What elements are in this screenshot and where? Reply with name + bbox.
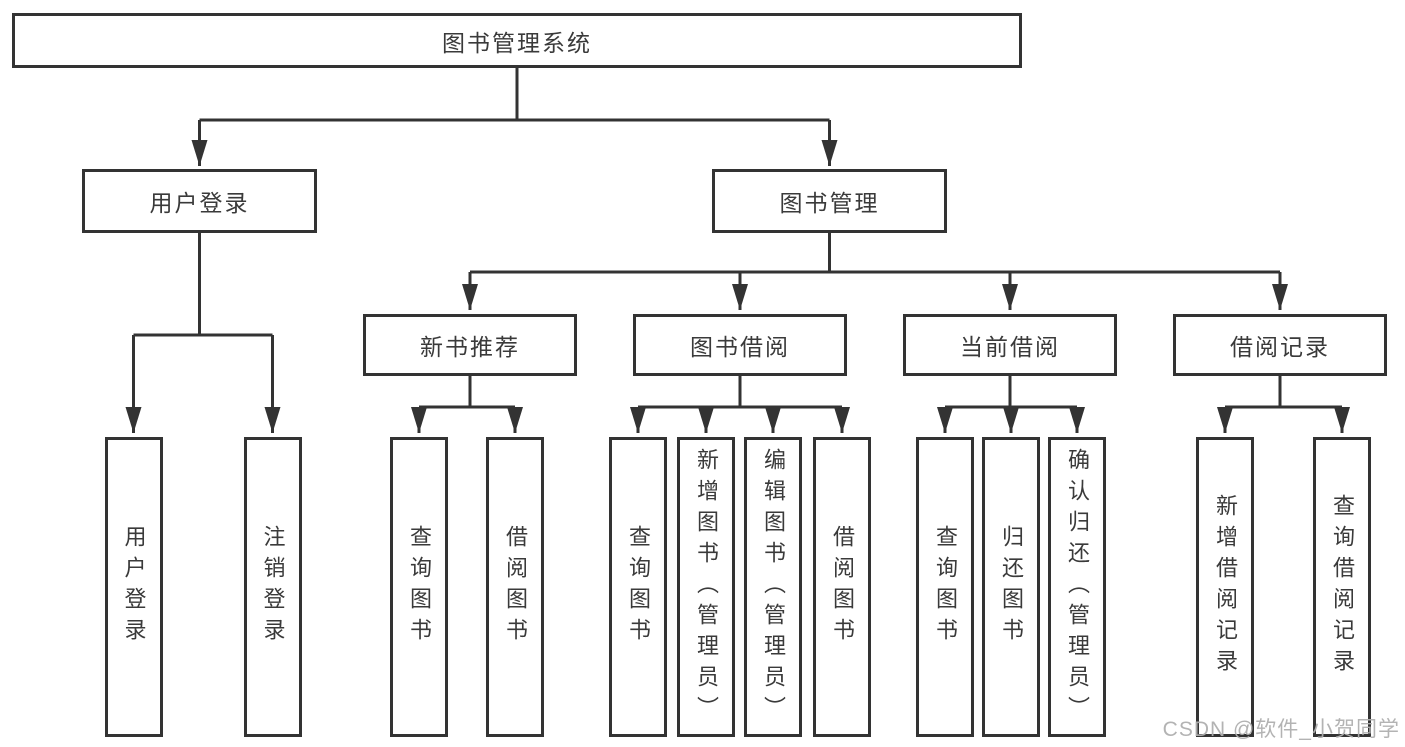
branch-book-management-label: 图书管理 [779, 190, 880, 216]
leaf-borrow-books-label: 借阅图书 [830, 525, 855, 649]
leaf-add-borrow-record-label: 新增借阅记录 [1213, 494, 1238, 680]
leaf-user-login: 用户登录 [104, 437, 163, 737]
root-node-library-management-system: 图书管理系统 [12, 13, 1022, 68]
leaf-return-book-label: 归还图书 [999, 525, 1024, 649]
leaf-query-borrow-record: 查询借阅记录 [1313, 437, 1371, 737]
leaf-add-borrow-record: 新增借阅记录 [1196, 437, 1254, 737]
leaf-query-books-recommend-label: 查询图书 [407, 525, 432, 649]
leaf-edit-book-admin: 编辑图书（管理员） [744, 437, 802, 737]
leaf-add-book-admin: 新增图书（管理员） [677, 437, 735, 737]
csdn-watermark: CSDN @软件_小贺同学 [1162, 718, 1400, 741]
leaf-query-books-current: 查询图书 [916, 437, 974, 737]
leaf-borrow-books-recommend: 借阅图书 [486, 437, 544, 737]
group-borrow-records-label: 借阅记录 [1230, 334, 1330, 360]
leaf-return-book: 归还图书 [982, 437, 1040, 737]
group-book-borrow: 图书借阅 [633, 314, 847, 376]
leaf-confirm-return-admin-label: 确认归还（管理员） [1065, 447, 1090, 727]
leaf-add-book-admin-label: 新增图书（管理员） [694, 447, 719, 727]
root-node-label: 图书管理系统 [442, 29, 592, 56]
group-current-borrow: 当前借阅 [903, 314, 1117, 376]
leaf-logout: 注销登录 [243, 437, 302, 737]
group-borrow-records: 借阅记录 [1173, 314, 1387, 376]
group-new-book-recommend: 新书推荐 [363, 314, 577, 376]
branch-user-login: 用户登录 [82, 169, 317, 233]
leaf-borrow-books-recommend-label: 借阅图书 [503, 525, 528, 649]
leaf-borrow-books: 借阅图书 [813, 437, 871, 737]
leaf-confirm-return-admin: 确认归还（管理员） [1048, 437, 1106, 737]
leaf-query-books-current-label: 查询图书 [933, 525, 958, 649]
leaf-user-login-label: 用户登录 [121, 525, 147, 649]
leaf-query-books-borrow-label: 查询图书 [626, 525, 651, 649]
group-book-borrow-label: 图书借阅 [690, 334, 790, 360]
branch-book-management: 图书管理 [712, 169, 947, 233]
leaf-query-borrow-record-label: 查询借阅记录 [1330, 494, 1355, 680]
leaf-query-books-borrow: 查询图书 [609, 437, 667, 737]
leaf-query-books-recommend: 查询图书 [390, 437, 448, 737]
leaf-edit-book-admin-label: 编辑图书（管理员） [761, 447, 786, 727]
leaf-logout-label: 注销登录 [260, 525, 286, 649]
group-current-borrow-label: 当前借阅 [960, 334, 1060, 360]
group-new-book-recommend-label: 新书推荐 [420, 334, 520, 360]
branch-user-login-label: 用户登录 [149, 190, 250, 216]
